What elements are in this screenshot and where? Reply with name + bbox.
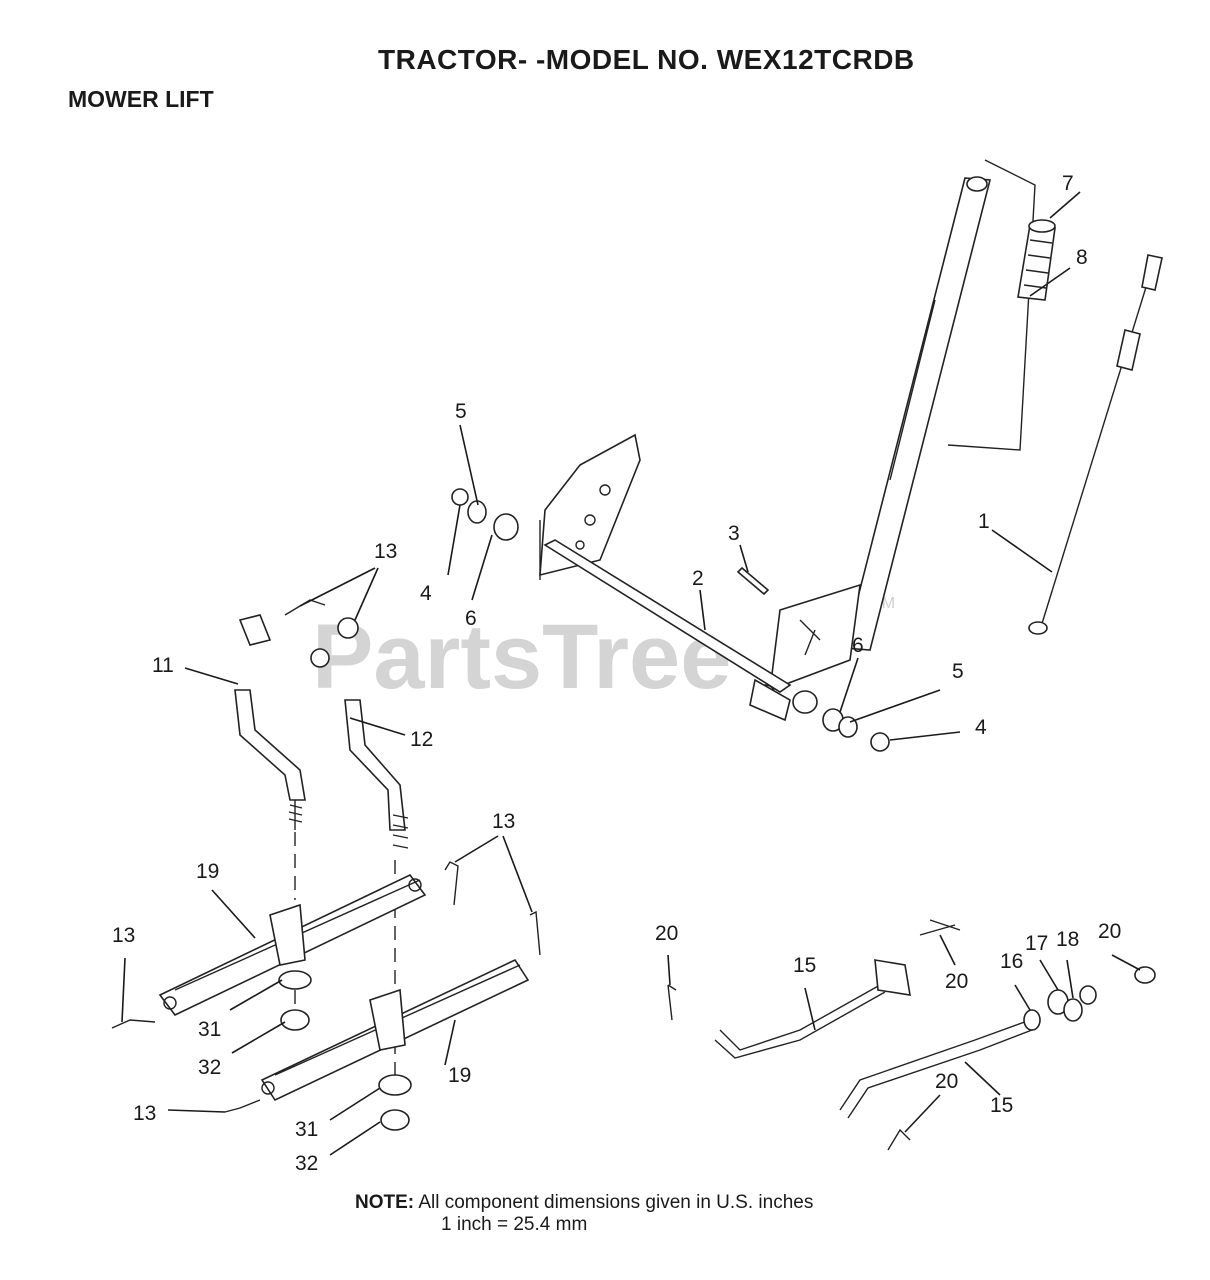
note-line-2: 1 inch = 25.4 mm: [441, 1214, 588, 1235]
handle-grip-part-7: [1017, 219, 1056, 301]
callout-13-bottom: 13: [133, 1102, 156, 1125]
callout-6-right: 6: [852, 634, 864, 657]
callout-1: 1: [978, 510, 990, 533]
callout-6-left: 6: [465, 607, 477, 630]
note-line-1: All component dimensions given in U.S. i…: [418, 1192, 814, 1213]
callout-19-upper: 19: [196, 860, 219, 883]
watermark-text: PartsTree: [312, 606, 731, 708]
callout-31-right: 31: [295, 1118, 318, 1141]
note-label: NOTE:: [355, 1192, 415, 1213]
hardware-lower-right: [792, 690, 890, 752]
callout-18: 18: [1056, 928, 1079, 951]
height-rod-part-15-lower: [839, 1019, 1033, 1119]
height-rod-part-15-upper: [714, 919, 961, 1059]
pin-part-3: [736, 566, 770, 596]
callout-11: 11: [152, 654, 174, 677]
diagram-title: TRACTOR- -MODEL NO. WEX12TCRDB: [378, 44, 915, 75]
lift-arm-part-19-lower: [260, 958, 530, 1102]
hardware-upper-left: [451, 488, 519, 541]
callout-4-left: 4: [420, 582, 432, 605]
callout-17: 17: [1025, 932, 1048, 955]
cross-shaft-part-2: [543, 539, 792, 722]
lift-arm-part-19-upper: [158, 873, 427, 1017]
cotter-pin-group-13-mid: [444, 861, 541, 956]
callout-4-right: 4: [975, 716, 987, 739]
callout-13-mid: 13: [492, 810, 515, 833]
callout-20-mid: 20: [945, 970, 968, 993]
lift-rod-part-1: [1028, 254, 1163, 635]
callout-13-top: 13: [374, 540, 397, 563]
callout-13-left: 13: [112, 924, 135, 947]
callout-15-lower: 15: [990, 1094, 1013, 1117]
callout-32-right: 32: [295, 1152, 318, 1175]
hardware-16-18: [1023, 966, 1156, 1031]
callout-20-left: 20: [655, 922, 678, 945]
callout-12: 12: [410, 728, 433, 751]
end-pin-left: [111, 1019, 156, 1029]
lift-bracket-plate: [539, 433, 641, 580]
lift-handle-assembly: [769, 159, 1036, 692]
callout-16: 16: [1000, 950, 1023, 973]
lift-link-part-11: [234, 614, 306, 830]
lift-link-part-12: [310, 648, 409, 849]
callout-8: 8: [1076, 246, 1088, 269]
callout-31-left: 31: [198, 1018, 221, 1041]
callout-7: 7: [1062, 172, 1074, 195]
end-pin-bottom: [224, 1099, 261, 1113]
clip-20-bottom: [887, 1128, 911, 1151]
callout-20-bottom: 20: [935, 1070, 958, 1093]
clip-20-left: [667, 984, 677, 1021]
callout-20-right: 20: [1098, 920, 1121, 943]
section-title: MOWER LIFT: [68, 86, 214, 112]
callout-5-right: 5: [952, 660, 964, 683]
leader-lines: [121, 191, 1141, 1156]
callout-15-upper: 15: [793, 954, 816, 977]
cotter-pin-group-13-top: [284, 599, 359, 639]
callout-32-left: 32: [198, 1056, 221, 1079]
callout-3: 3: [728, 522, 740, 545]
callout-numbers: 1 2 3 4 4 5 5 6 6 7 8 11 12 13 13 13 13 …: [112, 172, 1121, 1175]
callout-5-left: 5: [455, 400, 467, 423]
callout-19-lower: 19: [448, 1064, 471, 1087]
washer-nut-left: [278, 970, 312, 1031]
dimension-note: NOTE: All component dimensions given in …: [355, 1192, 813, 1236]
callout-2: 2: [692, 567, 704, 590]
washer-nut-right: [378, 1074, 412, 1131]
